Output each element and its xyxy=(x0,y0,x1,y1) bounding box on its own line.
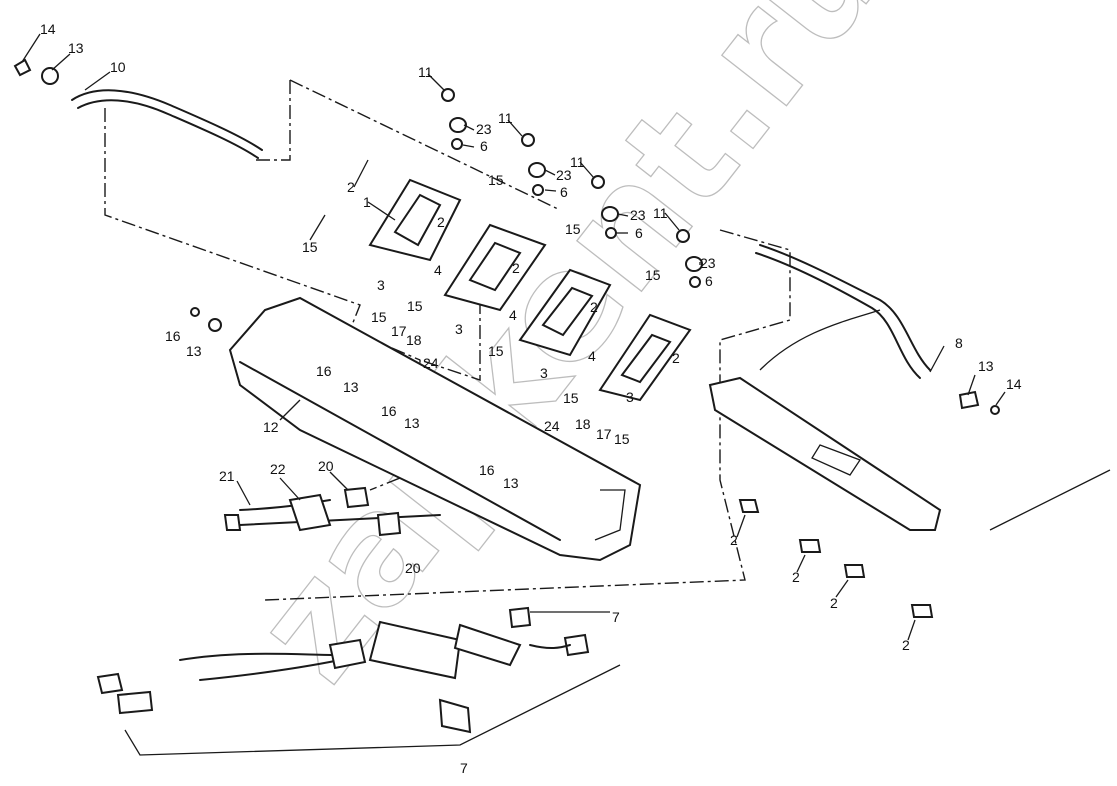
callout-23: 23 xyxy=(630,207,646,223)
callout-11: 11 xyxy=(418,64,433,80)
bracket-assembly-3 xyxy=(518,268,612,357)
callout-23: 23 xyxy=(556,167,572,183)
socket-set-b xyxy=(521,133,546,196)
body-edge-2 xyxy=(759,309,881,371)
socket-set-d xyxy=(676,229,703,288)
callout-2: 2 xyxy=(730,532,738,548)
callout-2: 2 xyxy=(792,569,800,585)
callout-2: 2 xyxy=(902,637,910,653)
callout-8: 8 xyxy=(955,335,963,351)
callout-4: 4 xyxy=(434,262,442,278)
callout-3: 3 xyxy=(540,365,548,381)
callout-11: 11 xyxy=(498,110,513,126)
callout-22: 22 xyxy=(270,461,286,477)
socket-set-c xyxy=(591,175,619,239)
callout-2: 2 xyxy=(512,260,520,276)
end-fittings xyxy=(13,58,1000,415)
callout-13: 13 xyxy=(978,358,994,374)
callout-2: 2 xyxy=(437,214,445,230)
callout-2: 2 xyxy=(590,299,598,315)
callout-4: 4 xyxy=(509,307,517,323)
callout-6: 6 xyxy=(480,138,488,154)
callout-7: 7 xyxy=(612,609,620,625)
bumper-fascia-12 xyxy=(228,296,642,562)
callout-12: 12 xyxy=(263,419,279,435)
callout-15: 15 xyxy=(302,239,318,255)
callout-17: 17 xyxy=(391,323,407,339)
callout-14: 14 xyxy=(40,21,56,37)
callout-6: 6 xyxy=(635,225,643,241)
callout-18: 18 xyxy=(575,416,591,432)
callout-16: 16 xyxy=(479,462,495,478)
callout-15: 15 xyxy=(488,343,504,359)
callout-13: 13 xyxy=(343,379,359,395)
callout-13: 13 xyxy=(186,343,202,359)
outline-center xyxy=(369,300,481,491)
callout-6: 6 xyxy=(705,273,713,289)
callout-16: 16 xyxy=(316,363,332,379)
socket-set-a xyxy=(441,88,467,150)
callout-4: 4 xyxy=(588,348,596,364)
callout-18: 18 xyxy=(406,332,422,348)
callout-2: 2 xyxy=(672,350,680,366)
bracket-assembly-2 xyxy=(443,223,547,312)
callout-21: 21 xyxy=(219,468,235,484)
callout-20: 20 xyxy=(318,458,334,474)
callout-13: 13 xyxy=(503,475,519,491)
callout-11: 11 xyxy=(653,205,668,221)
callout-3: 3 xyxy=(377,277,385,293)
callout-13: 13 xyxy=(68,40,84,56)
callout-10: 10 xyxy=(110,59,126,75)
callout-2: 2 xyxy=(347,179,355,195)
pipe-8 xyxy=(755,244,931,379)
callout-11: 11 xyxy=(570,154,585,170)
callout-15: 15 xyxy=(563,390,579,406)
callout-labels: 14 13 10 11 23 6 11 23 6 11 23 6 11 23 6… xyxy=(40,21,1022,776)
callout-23: 23 xyxy=(700,255,716,271)
callout-3: 3 xyxy=(455,321,463,337)
harness-20-22 xyxy=(223,486,441,537)
callout-15: 15 xyxy=(645,267,661,283)
clip-2-group xyxy=(738,499,934,618)
callout-16: 16 xyxy=(381,403,397,419)
callout-6: 6 xyxy=(560,184,568,200)
callout-16: 16 xyxy=(165,328,181,344)
pipe-10 xyxy=(71,89,263,159)
callout-15: 15 xyxy=(614,431,630,447)
callout-1: 1 xyxy=(363,194,371,210)
callout-15: 15 xyxy=(407,298,423,314)
callout-15: 15 xyxy=(488,172,504,188)
cross-member xyxy=(708,376,942,531)
callout-20: 20 xyxy=(405,560,421,576)
callout-24: 24 xyxy=(423,355,439,371)
body-edge xyxy=(989,469,1111,531)
leader-lines xyxy=(21,33,1006,641)
callout-23: 23 xyxy=(476,121,492,137)
bracket-assembly-4 xyxy=(598,313,692,402)
callout-17: 17 xyxy=(596,426,612,442)
wiring-harness-7 xyxy=(96,606,621,756)
callout-14: 14 xyxy=(1006,376,1022,392)
callout-15: 15 xyxy=(565,221,581,237)
callout-2: 2 xyxy=(830,595,838,611)
callout-7: 7 xyxy=(460,760,468,776)
outline-top xyxy=(255,79,561,211)
bracket-assembly-1 xyxy=(368,178,462,262)
callout-3: 3 xyxy=(626,389,634,405)
callout-15: 15 xyxy=(371,309,387,325)
outline-right xyxy=(264,229,791,601)
callout-24: 24 xyxy=(544,418,560,434)
callout-13: 13 xyxy=(404,415,420,431)
